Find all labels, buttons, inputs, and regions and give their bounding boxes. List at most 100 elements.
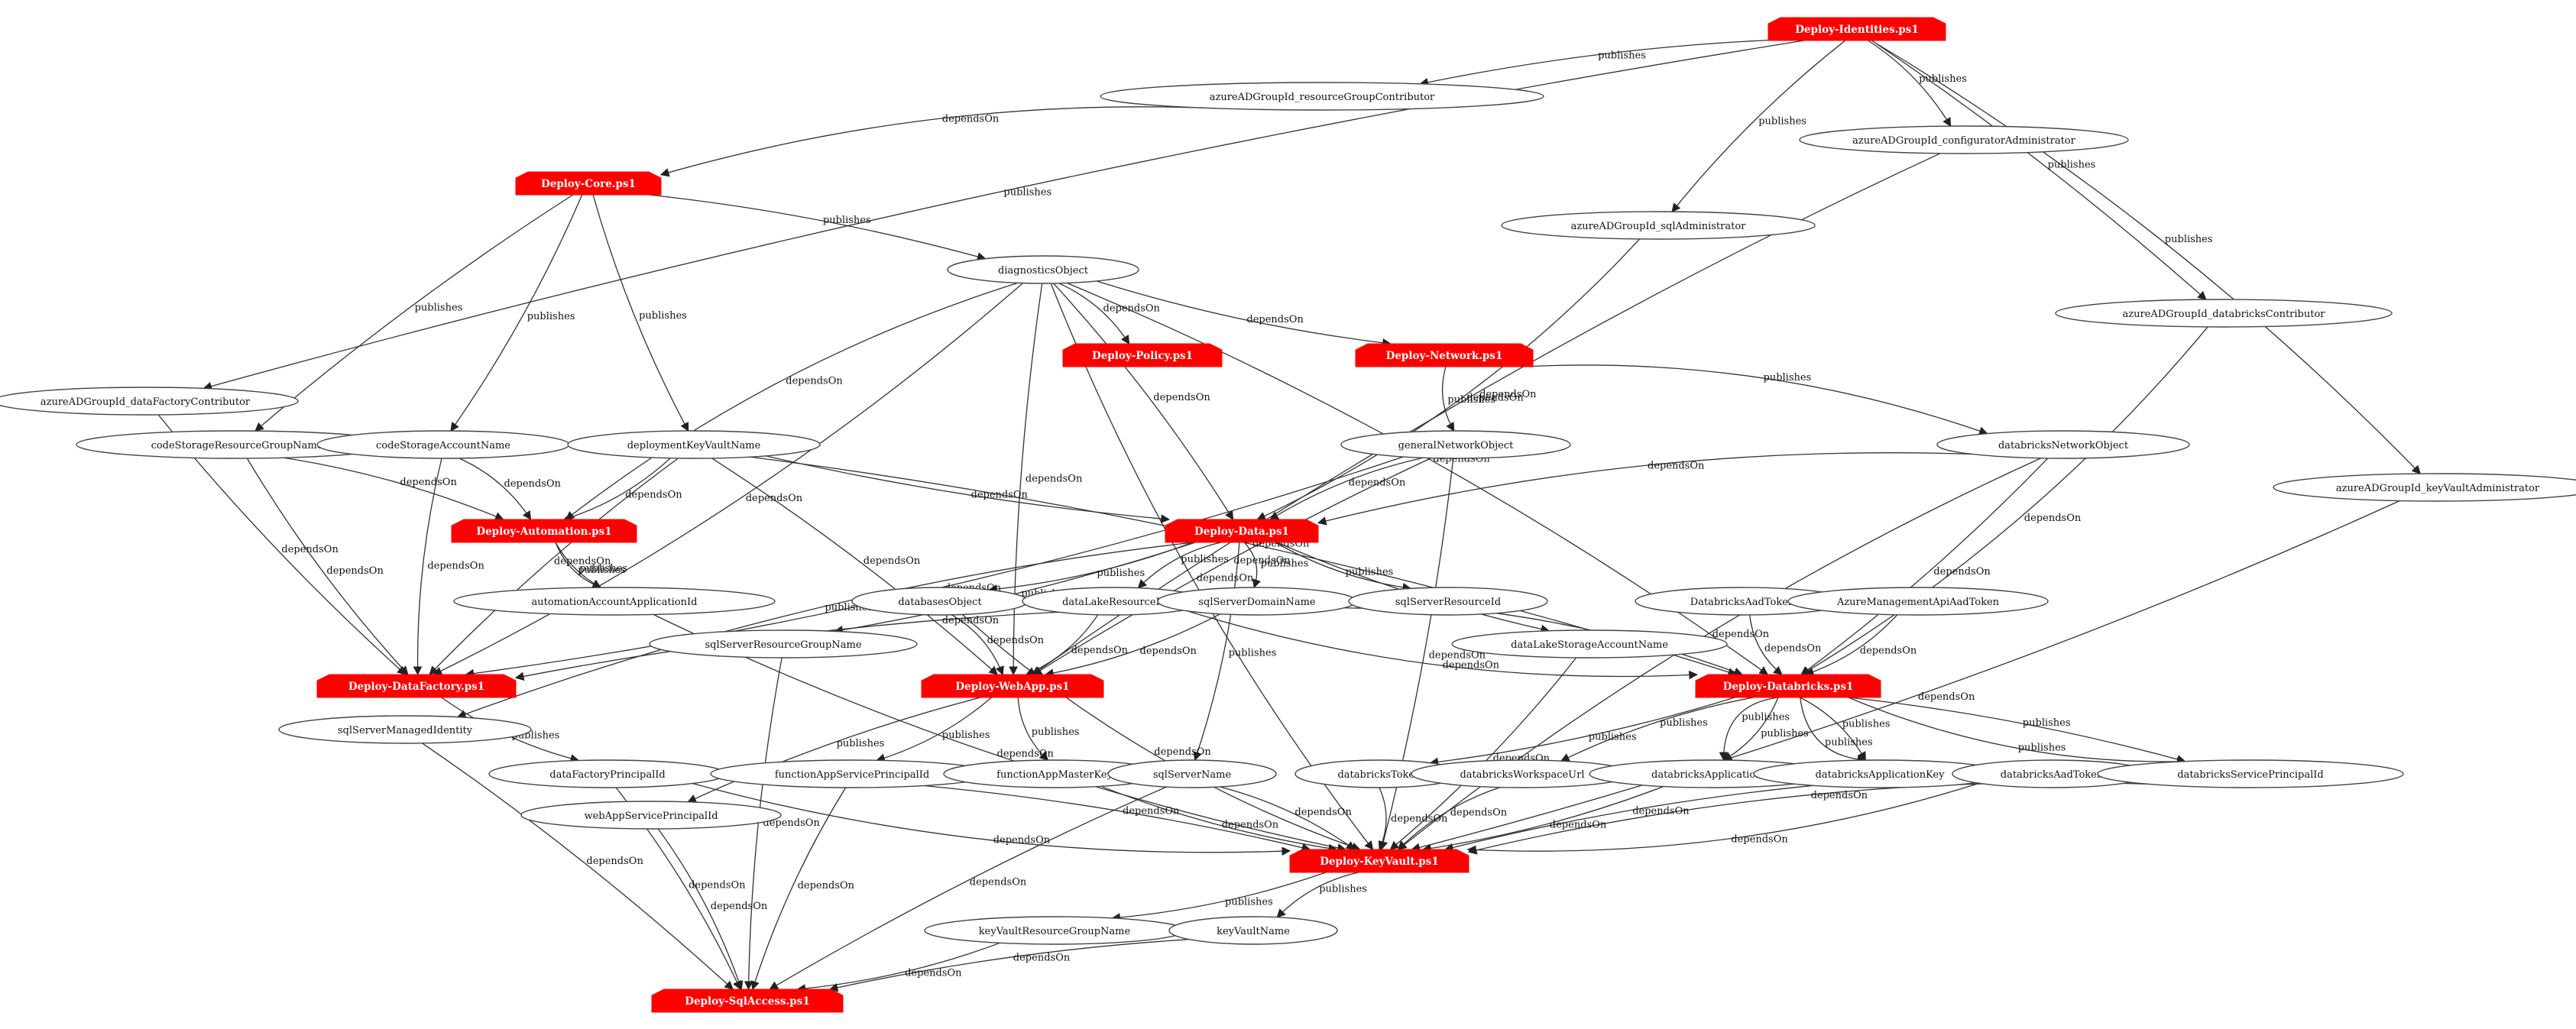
edge-keyVaultName-to-sqlaccess xyxy=(828,939,1190,992)
edge-label-publishes: publishes xyxy=(1225,897,1273,908)
object-node-codeStorageAccountName[interactable]: codeStorageAccountName xyxy=(316,430,570,459)
edge-databricks-to-databricksWorkspaceUrl xyxy=(1560,697,1754,762)
object-node-adDbContrib[interactable]: azureADGroupId_databricksContributor xyxy=(2055,299,2393,328)
edge-diagnosticsObject-to-network xyxy=(1096,280,1392,348)
script-node-shape xyxy=(1768,17,1946,41)
edge-core-to-codeStorageResourceGroupName xyxy=(254,194,574,432)
edge-label-publishes: publishes xyxy=(1742,711,1790,723)
edge-codeStorageResourceGroupName-to-datafactory xyxy=(246,458,409,675)
object-node-label: azureADGroupId_databricksContributor xyxy=(2122,309,2325,320)
script-node-webapp[interactable]: Deploy-WebApp.ps1 xyxy=(921,674,1104,698)
object-node-label: DatabricksAadToken xyxy=(1690,597,1795,608)
edge-keyvault-to-keyVaultResourceGroupName xyxy=(1111,872,1327,922)
script-node-datafactory[interactable]: Deploy-DataFactory.ps1 xyxy=(316,674,517,698)
object-node-sqlServerDomainName[interactable]: sqlServerDomainName xyxy=(1157,587,1357,616)
object-node-databricksServicePrincipalId[interactable]: databricksServicePrincipalId xyxy=(2097,759,2404,788)
edge-identities-to-adSqlAdmin xyxy=(1671,40,1846,213)
edge-label-dependsOn: dependsOn xyxy=(997,749,1055,760)
edge-identities-to-adRgContrib xyxy=(1419,39,1769,87)
script-node-databricks[interactable]: Deploy-Databricks.ps1 xyxy=(1695,674,1881,698)
object-node-shape xyxy=(1787,587,2049,616)
script-node-policy[interactable]: Deploy-Policy.ps1 xyxy=(1062,343,1223,367)
object-node-label: databricksApplicationId xyxy=(1651,769,1772,781)
edge-label-dependsOn: dependsOn xyxy=(1026,473,1083,484)
object-node-sqlServerManagedIdentity[interactable]: sqlServerManagedIdentity xyxy=(278,715,532,744)
object-node-dataFactoryPrincipalId[interactable]: dataFactoryPrincipalId xyxy=(488,759,727,788)
object-node-codeStorageResourceGroupName[interactable]: codeStorageResourceGroupName xyxy=(76,430,398,459)
edge-dataFactoryPrincipalId-to-keyvault xyxy=(692,782,1291,856)
object-node-adSqlAdmin[interactable]: azureADGroupId_sqlAdministrator xyxy=(1501,211,1816,240)
edge-databricks-to-databricksServicePrincipalId xyxy=(1848,697,2186,766)
script-node-label: Deploy-KeyVault.ps1 xyxy=(1320,856,1438,868)
object-node-webAppServicePrincipalId[interactable]: webAppServicePrincipalId xyxy=(520,801,782,830)
edge-label-publishes: publishes xyxy=(1764,372,1812,383)
edge-network-to-generalNetworkObject xyxy=(1442,366,1455,432)
object-node-diagnosticsObject[interactable]: diagnosticsObject xyxy=(947,255,1139,284)
object-node-databricksAadToken[interactable]: databricksAadToken xyxy=(1952,759,2152,788)
edge-identities-to-adConfigAdmin xyxy=(1868,40,1952,128)
edge-label-dependsOn: dependsOn xyxy=(1013,952,1071,963)
object-node-sqlServerResourceId[interactable]: sqlServerResourceId xyxy=(1348,587,1548,616)
object-node-databricksNetworkObject[interactable]: databricksNetworkObject xyxy=(1936,430,2190,459)
object-node-databricksWorkspaceUrl[interactable]: databricksWorkspaceUrl xyxy=(1411,759,1634,788)
object-node-deploymentKeyVaultName[interactable]: deploymentKeyVaultName xyxy=(567,430,821,459)
edge-label-publishes: publishes xyxy=(1319,884,1367,895)
object-node-shape xyxy=(278,715,532,744)
script-node-label: Deploy-WebApp.ps1 xyxy=(955,681,1069,693)
object-node-functionAppMasterKey[interactable]: functionAppMasterKey xyxy=(943,759,1166,788)
object-node-adRgContrib[interactable]: azureADGroupId_resourceGroupContributor xyxy=(1100,82,1544,111)
edge-diagnosticsObject-to-automation xyxy=(565,282,1019,520)
edge-label-dependsOn: dependsOn xyxy=(1391,814,1448,825)
script-node-network[interactable]: Deploy-Network.ps1 xyxy=(1355,343,1534,367)
script-node-shape xyxy=(1289,849,1469,873)
edge-label-dependsOn: dependsOn xyxy=(504,478,562,490)
edge-label-dependsOn: dependsOn xyxy=(1933,566,1991,578)
object-node-label: dataFactoryPrincipalId xyxy=(549,769,665,781)
edge-keyVaultResourceGroupName-to-sqlaccess xyxy=(796,942,1000,993)
object-node-keyVaultName[interactable]: keyVaultName xyxy=(1168,916,1338,945)
edge-label-publishes: publishes xyxy=(639,310,687,322)
edge-label-publishes: publishes xyxy=(1919,73,1967,85)
object-node-shape xyxy=(649,629,918,658)
object-node-databasesObject[interactable]: databasesObject xyxy=(851,587,1029,616)
object-node-label: sqlServerResourceId xyxy=(1395,597,1501,608)
object-node-adDfContrib[interactable]: azureADGroupId_dataFactoryContributor xyxy=(0,387,299,416)
edge-data-to-databasesObject xyxy=(987,542,1193,594)
object-node-label: keyVaultResourceGroupName xyxy=(979,926,1131,937)
edge-label-dependsOn: dependsOn xyxy=(971,489,1029,500)
script-node-data[interactable]: Deploy-Data.ps1 xyxy=(1165,519,1319,543)
object-node-dataLakeStorageAccountName[interactable]: dataLakeStorageAccountName xyxy=(1451,629,1728,658)
script-node-core[interactable]: Deploy-Core.ps1 xyxy=(515,171,662,196)
object-node-keyVaultResourceGroupName[interactable]: keyVaultResourceGroupName xyxy=(924,916,1185,945)
object-node-generalNetworkObject[interactable]: generalNetworkObject xyxy=(1340,430,1571,459)
edge-label-publishes: publishes xyxy=(823,215,871,226)
edge-label-dependsOn: dependsOn xyxy=(1197,572,1254,584)
object-node-sqlServerResourceGroupName[interactable]: sqlServerResourceGroupName xyxy=(649,629,918,658)
edge-adKvAdmin-to-keyvault xyxy=(1411,500,2400,853)
object-node-AzureManagementApiAadToken[interactable]: AzureManagementApiAadToken xyxy=(1787,587,2049,616)
edge-functionAppServicePrincipalId-to-sqlaccess xyxy=(750,787,847,991)
edge-label-dependsOn: dependsOn xyxy=(1233,555,1291,566)
object-node-adConfigAdmin[interactable]: azureADGroupId_configuratorAdministrator xyxy=(1799,125,2129,154)
edge-label-dependsOn: dependsOn xyxy=(1123,805,1180,817)
edge-label-dependsOn: dependsOn xyxy=(1648,461,1705,472)
edge-label-publishes: publishes xyxy=(2048,159,2096,170)
script-node-automation[interactable]: Deploy-Automation.ps1 xyxy=(451,519,637,543)
edge-functionAppMasterKey-to-keyvault xyxy=(1100,785,1338,853)
object-node-databricksApplicationKey[interactable]: databricksApplicationKey xyxy=(1753,759,2007,788)
edge-label-dependsOn: dependsOn xyxy=(400,477,457,488)
script-node-keyvault[interactable]: Deploy-KeyVault.ps1 xyxy=(1289,849,1469,873)
edge-webapp-to-functionAppServicePrincipalId xyxy=(876,697,993,762)
object-node-adKvAdmin[interactable]: azureADGroupId_keyVaultAdministrator xyxy=(2273,473,2576,502)
object-node-shape xyxy=(1501,211,1816,240)
script-node-shape xyxy=(515,171,662,196)
script-node-sqlaccess[interactable]: Deploy-SqlAccess.ps1 xyxy=(651,989,844,1013)
edge-databricksToken-to-keyvault xyxy=(1378,787,1387,851)
script-node-label: Deploy-Data.ps1 xyxy=(1194,526,1289,538)
script-node-identities[interactable]: Deploy-Identities.ps1 xyxy=(1768,17,1946,41)
edge-diagnosticsObject-to-datafactory xyxy=(433,283,1023,675)
object-node-sqlServerName[interactable]: sqlServerName xyxy=(1107,759,1277,788)
edge-dataLakeStorageAccountName-to-keyvault xyxy=(1389,657,1577,850)
object-node-automationAccountApplicationId[interactable]: automationAccountApplicationId xyxy=(453,587,776,616)
edge-data-to-sqlServerResourceId xyxy=(1275,542,1412,592)
